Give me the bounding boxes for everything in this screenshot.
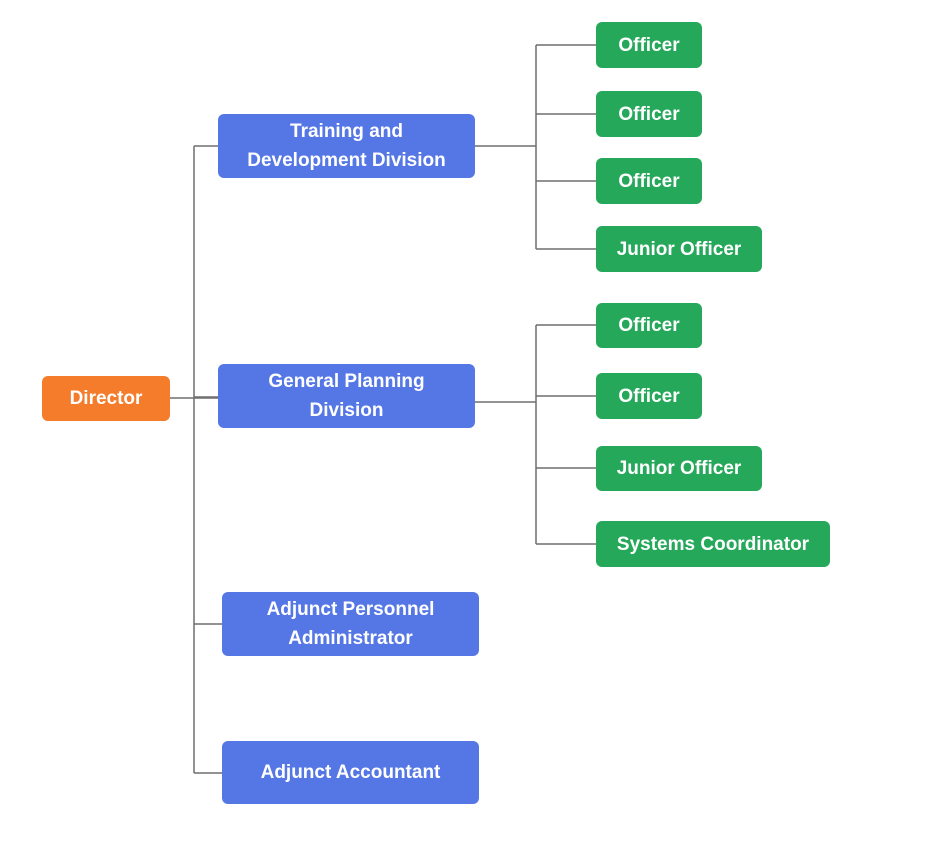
- node-training-development-division: Training and Development Division: [218, 114, 475, 178]
- node-planning-systems-coordinator: Systems Coordinator: [596, 521, 830, 567]
- node-training-officer-3: Officer: [596, 158, 702, 204]
- node-planning-officer-2: Officer: [596, 373, 702, 419]
- node-planning-junior-officer: Junior Officer: [596, 446, 762, 491]
- node-training-junior-officer: Junior Officer: [596, 226, 762, 272]
- node-general-planning-division: General Planning Division: [218, 364, 475, 428]
- node-adjunct-personnel-administrator: Adjunct Personnel Administrator: [222, 592, 479, 656]
- node-training-officer-1: Officer: [596, 22, 702, 68]
- node-training-officer-2: Officer: [596, 91, 702, 137]
- node-planning-officer-1: Officer: [596, 303, 702, 348]
- node-adjunct-accountant: Adjunct Accountant: [222, 741, 479, 804]
- node-director: Director: [42, 376, 170, 421]
